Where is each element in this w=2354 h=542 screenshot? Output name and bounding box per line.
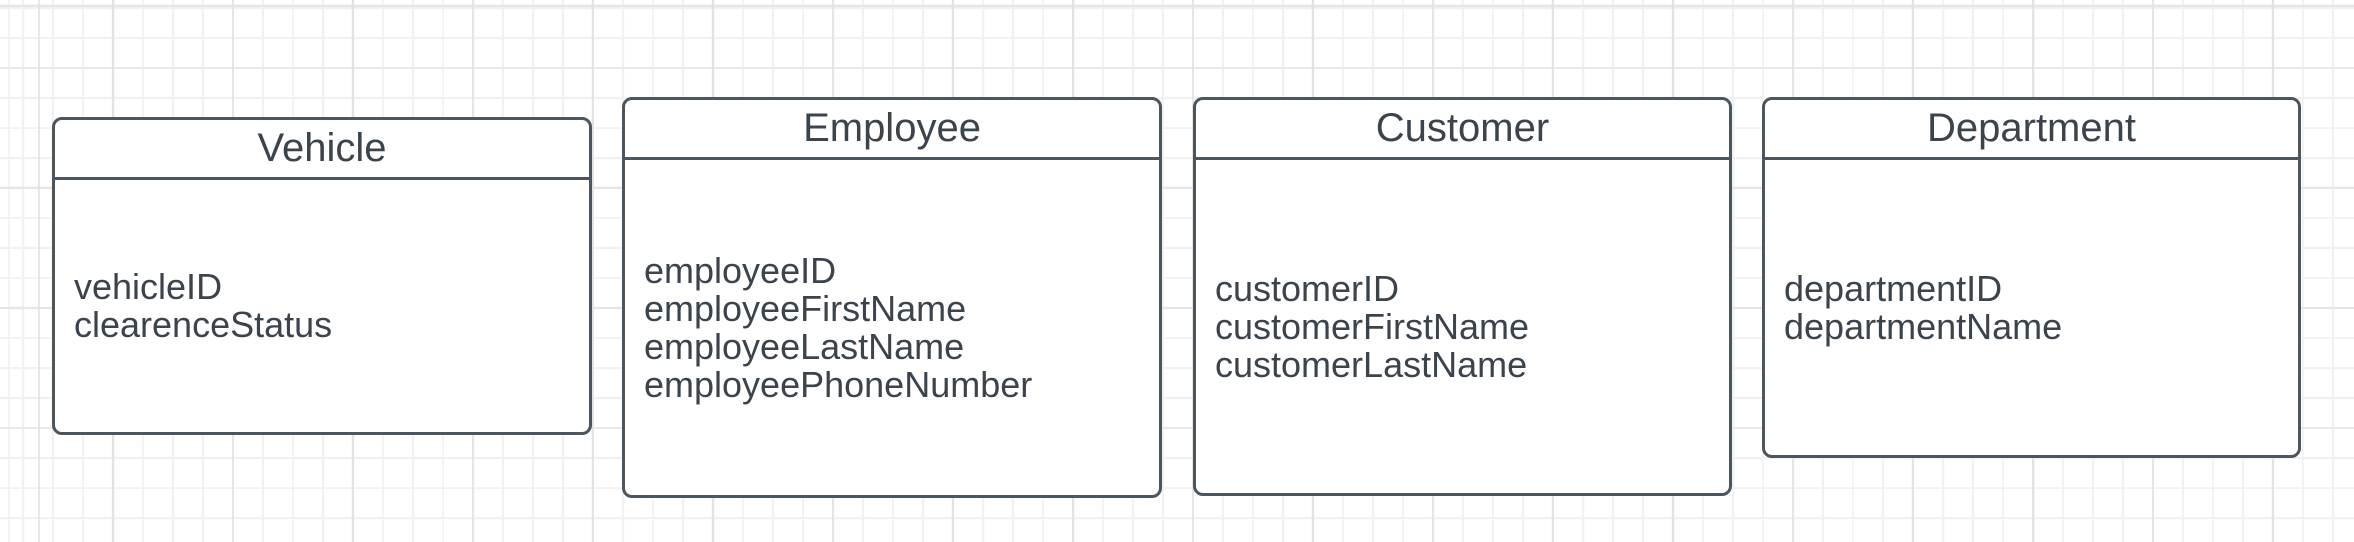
attribute-label: clearenceStatus bbox=[74, 304, 333, 345]
entity-title: Employee bbox=[625, 100, 1159, 160]
attribute-label: employeeID bbox=[644, 249, 837, 291]
entity-title: Department bbox=[1765, 100, 2298, 160]
attribute-label: customerLastName bbox=[1215, 343, 1528, 385]
attribute-label: employeePhoneNumber bbox=[644, 363, 1033, 405]
entity-title: Vehicle bbox=[55, 120, 589, 180]
attribute-label: employeeFirstName bbox=[644, 287, 967, 329]
attribute-label: departmentName bbox=[1784, 305, 2063, 347]
entity-title: Customer bbox=[1196, 100, 1729, 160]
attribute-label: vehicleID bbox=[74, 266, 223, 307]
attribute-label: customerID bbox=[1215, 267, 1400, 309]
attribute-label: departmentID bbox=[1784, 267, 2003, 309]
attribute-label: customerFirstName bbox=[1215, 305, 1530, 347]
attribute-label: employeeLastName bbox=[644, 325, 965, 367]
